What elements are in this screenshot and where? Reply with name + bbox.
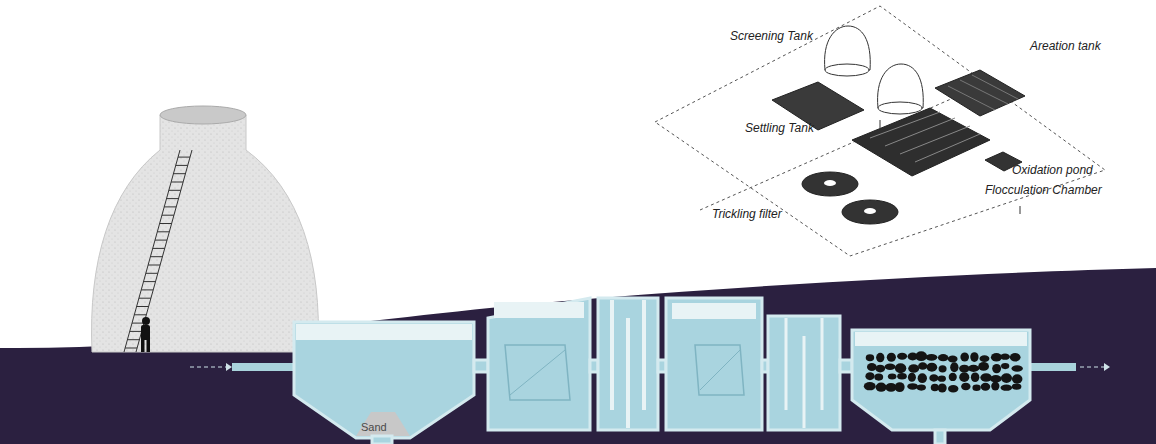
filter-stone [971, 372, 979, 382]
filter-stone [907, 383, 918, 390]
ladder-rung [167, 198, 179, 199]
filter-stone [948, 385, 958, 393]
filter-stone [897, 353, 907, 360]
filter-stone [1001, 384, 1013, 390]
part-label: Flocculation Chamber [985, 183, 1102, 197]
ladder-rung [125, 348, 137, 349]
filter-stone [949, 373, 957, 381]
filter-stone [980, 355, 990, 362]
filter-stone [991, 382, 999, 391]
filter-stone [895, 382, 905, 392]
filter-stone [897, 373, 907, 379]
part-label: Areation tank [1030, 39, 1101, 53]
filter-stone [938, 383, 947, 392]
ladder-rung [173, 173, 185, 174]
ladder-rung [178, 157, 190, 158]
filter-stone [926, 354, 938, 361]
filter-stone [950, 362, 958, 372]
filter-stone [876, 353, 884, 363]
ladder-rung [164, 206, 176, 207]
part-label: Screening Tank [730, 29, 813, 43]
filter-stone [915, 351, 927, 361]
filter-stone [865, 372, 874, 380]
part-label: Settling Tank [745, 121, 814, 135]
filter-stone [981, 383, 991, 391]
filter-stone [970, 352, 978, 362]
part-label: Oxidation pond [1012, 163, 1093, 177]
filter-stone [939, 365, 947, 372]
filter-stone [990, 375, 1002, 383]
ladder-rung [139, 298, 151, 299]
filter-stone [895, 363, 906, 373]
filter-stone [1012, 384, 1022, 390]
tanks [294, 298, 1030, 444]
filter-stone [888, 373, 897, 379]
material-label: Sand [361, 420, 387, 434]
filter-stone [978, 362, 989, 371]
filter-stone [908, 364, 919, 373]
filter-stone [926, 363, 937, 372]
filter-stone [1000, 353, 1010, 359]
filter-stone [929, 374, 938, 381]
filter-stone [917, 385, 926, 391]
ladder-rung [160, 223, 172, 224]
filter-stone [908, 373, 916, 382]
ladder-rung [130, 331, 142, 332]
filter-stone [948, 355, 958, 362]
ladder-rung [132, 323, 144, 324]
filter-stone [864, 382, 876, 390]
filter-stone [1010, 353, 1021, 362]
ladder-rung [146, 273, 158, 274]
filter-stone [960, 352, 969, 361]
filter-stone [980, 373, 992, 382]
filter-stone [992, 364, 1001, 373]
filter-stone [1012, 374, 1023, 383]
filter-stone [887, 353, 896, 362]
filter-stone [1011, 365, 1022, 372]
filter-stone [938, 354, 949, 361]
ladder-rung [144, 281, 156, 282]
filter-stone [867, 363, 877, 371]
filter-stone [931, 384, 939, 392]
part-label: Trickling filter [712, 207, 782, 221]
ladder-rung [162, 215, 174, 216]
ladder-rung [176, 165, 188, 166]
silo [92, 106, 319, 352]
filter-stone [918, 373, 927, 383]
filter-stone [866, 354, 874, 361]
ladder-rung [137, 306, 149, 307]
ladder-rung [141, 289, 153, 290]
exploded-view [655, 6, 1105, 256]
filter-stone [968, 365, 980, 372]
filter-stone [918, 362, 927, 369]
filter-stone [938, 376, 946, 382]
filter-stone [959, 372, 969, 382]
filter-stone [961, 383, 970, 391]
ladder-rung [127, 339, 139, 340]
ladder-rung [157, 231, 169, 232]
ladder-rung [153, 248, 165, 249]
filter-stone [1001, 373, 1012, 383]
ladder-rung [169, 190, 181, 191]
filter-stone [876, 383, 887, 392]
filter-stone [885, 363, 896, 370]
ladder-rung [171, 182, 183, 183]
ladder-rung [150, 256, 162, 257]
ladder-rung [134, 314, 146, 315]
filter-stone [874, 373, 883, 380]
filter-stone [972, 384, 980, 391]
ladder-rung [148, 265, 160, 266]
filter-stone [1001, 363, 1009, 369]
ladder-rung [155, 240, 167, 241]
filter-stone [875, 365, 885, 373]
